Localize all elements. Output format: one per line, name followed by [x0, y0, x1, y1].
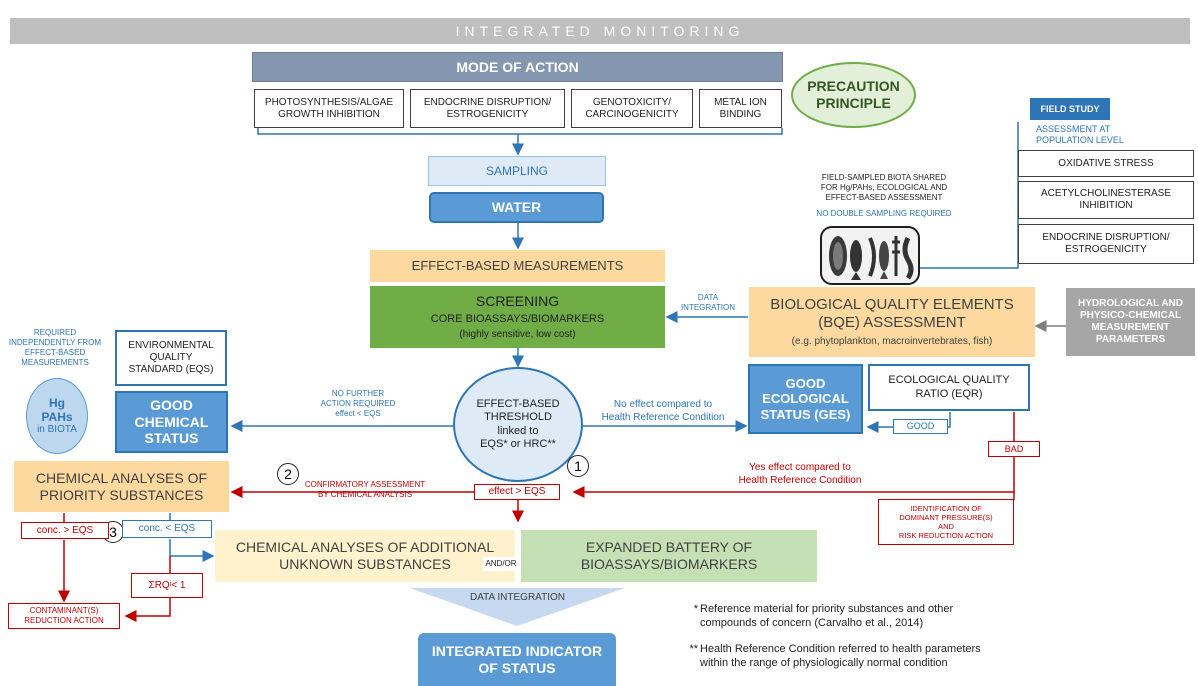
footnote-1: Reference material for priority substanc…: [700, 603, 954, 629]
fish-icon: [850, 239, 862, 280]
footnote-2-mark: **: [689, 643, 698, 655]
screening-line3: (highly sensitive, low cost): [459, 328, 576, 340]
sigma-rq-rest: < 1: [171, 579, 186, 591]
data-integration-label: DATA INTEGRATION: [469, 592, 565, 603]
hg-label: Hg: [49, 395, 65, 410]
bqe-title: BIOLOGICAL QUALITY ELEMENTS (BQE) ASSESS…: [770, 296, 1014, 331]
and-or-label: AND/OR: [483, 557, 519, 571]
bad-label: BAD: [988, 441, 1040, 457]
no-effect-label: No effect compared to Health Reference C…: [601, 399, 725, 423]
sampling-box: SAMPLING: [428, 156, 606, 186]
moa-photosynthesis: PHOTOSYNTHESIS/ALGAE GROWTH INHIBITION: [254, 89, 404, 128]
moa-endocrine: ENDOCRINE DISRUPTION/ ESTROGENICITY: [410, 89, 565, 128]
precaution-principle: PRECAUTION PRINCIPLE: [791, 62, 916, 128]
good-ecological-status: GOOD ECOLOGICAL STATUS (GES): [748, 364, 863, 434]
ecological-quality-ratio: ECOLOGICAL QUALITY RATIO (EQR): [868, 364, 1030, 411]
concentration-greater-eqs: conc. > EQS: [21, 522, 109, 539]
field-study-header: FIELD STUDY: [1030, 98, 1110, 120]
yes-effect-label: Yes effect compared to Health Reference …: [738, 462, 862, 486]
in-biota-label: in BIOTA: [37, 424, 77, 436]
seaweed-icon: [902, 236, 914, 279]
integrated-monitoring-banner: INTEGRATED MONITORING: [10, 18, 1190, 44]
bqe-assessment-box: BIOLOGICAL QUALITY ELEMENTS (BQE) ASSESS…: [749, 287, 1035, 357]
hg-pahs-in-biota: Hg PAHs in BIOTA: [26, 378, 88, 454]
chemical-analyses-additional: CHEMICAL ANALYSES OF ADDITIONAL UNKNOWN …: [215, 530, 515, 582]
concentration-less-eqs: conc. < EQS: [122, 520, 212, 538]
field-acetylcholinesterase: ACETYLCHOLINESTERASE INHIBITION: [1018, 181, 1194, 219]
screening-line2: CORE BIOASSAYS/BIOMARKERS: [430, 312, 605, 325]
environmental-quality-standard-box: ENVIRONMENTAL QUALITY STANDARD (EQS): [115, 330, 227, 386]
water-box: WATER: [429, 192, 604, 223]
effect-based-measurements: EFFECT-BASED MEASUREMENTS: [370, 250, 665, 282]
data-integration-chevron: [410, 588, 625, 626]
sigma-rq-subscript: i: [169, 581, 172, 589]
hydrological-parameters-box: HYDROLOGICAL AND PHYSICO-CHEMICAL MEASUR…: [1066, 288, 1195, 356]
bqe-subtitle: (e.g. phytoplankton, macroinvertebrates,…: [791, 336, 993, 347]
identification-pressures-box: IDENTIFICATION OF DOMINANT PRESSURE(S) A…: [878, 499, 1014, 545]
screening-box: SCREENING CORE BIOASSAYS/BIOMARKERS (hig…: [370, 286, 665, 348]
biota-note-no-double: NO DOUBLE SAMPLING REQUIRED: [816, 209, 952, 218]
step-number-2: 2: [277, 463, 299, 485]
sigma-rq-label: ΣRQ: [148, 579, 170, 591]
field-study-note: ASSESSMENT AT POPULATION LEVEL: [1036, 124, 1124, 146]
field-oxidative-stress: OXIDATIVE STRESS: [1018, 150, 1194, 177]
biota-note-main: FIELD-SAMPLED BIOTA SHARED FOR Hg/PAHs, …: [820, 173, 948, 202]
shrimp-icon: [892, 235, 900, 276]
oyster-icon: [829, 235, 847, 276]
integrated-indicator-box: INTEGRATED INDICATOR OF STATUS: [418, 633, 616, 686]
moa-metal-ion: METAL ION BINDING: [699, 89, 782, 128]
expanded-battery-box: EXPANDED BATTERY OF BIOASSAYS/BIOMARKERS: [521, 530, 817, 582]
chemical-analyses-priority: CHEMICAL ANALYSES OF PRIORITY SUBSTANCES: [14, 461, 229, 512]
fish-icon: [879, 240, 889, 279]
footnote-1-mark: *: [693, 603, 698, 615]
good-chemical-status: GOOD CHEMICAL STATUS: [115, 391, 228, 453]
step-number-1: 1: [567, 455, 589, 477]
footnote-2: Health Reference Condition referred to h…: [700, 643, 981, 669]
moa-genotoxicity: GENOTOXICITY/ CARCINOGENICITY: [571, 89, 693, 128]
screening-title: SCREENING: [475, 293, 560, 309]
pahs-label: PAHs: [41, 410, 73, 424]
effect-greater-eqs: effect > EQS: [474, 484, 560, 500]
data-integration-small-label: DATA INTEGRATION: [680, 293, 736, 312]
contaminant-reduction-action: CONTAMINANT(S) REDUCTION ACTION: [8, 603, 120, 629]
biota-note: FIELD-SAMPLED BIOTA SHARED FOR Hg/PAHs, …: [780, 163, 988, 203]
field-endocrine: ENDOCRINE DISRUPTION/ ESTROGENICITY: [1018, 224, 1194, 264]
confirmatory-assessment-label: CONFIRMATORY ASSESSMENT BY CHEMICAL ANAL…: [304, 480, 426, 499]
good-label: GOOD: [893, 419, 948, 434]
biota-image: [820, 226, 920, 285]
effect-based-threshold: EFFECT-BASED THRESHOLD linked to EQS* or…: [453, 367, 583, 482]
no-further-action-label: NO FURTHER ACTION REQUIRED effect < EQS: [320, 389, 396, 418]
shrimp-icon: [868, 236, 876, 277]
required-independently-note: REQUIRED INDEPENDENTLY FROM EFFECT-BASED…: [8, 328, 102, 367]
mode-of-action-header: MODE OF ACTION: [252, 52, 783, 82]
